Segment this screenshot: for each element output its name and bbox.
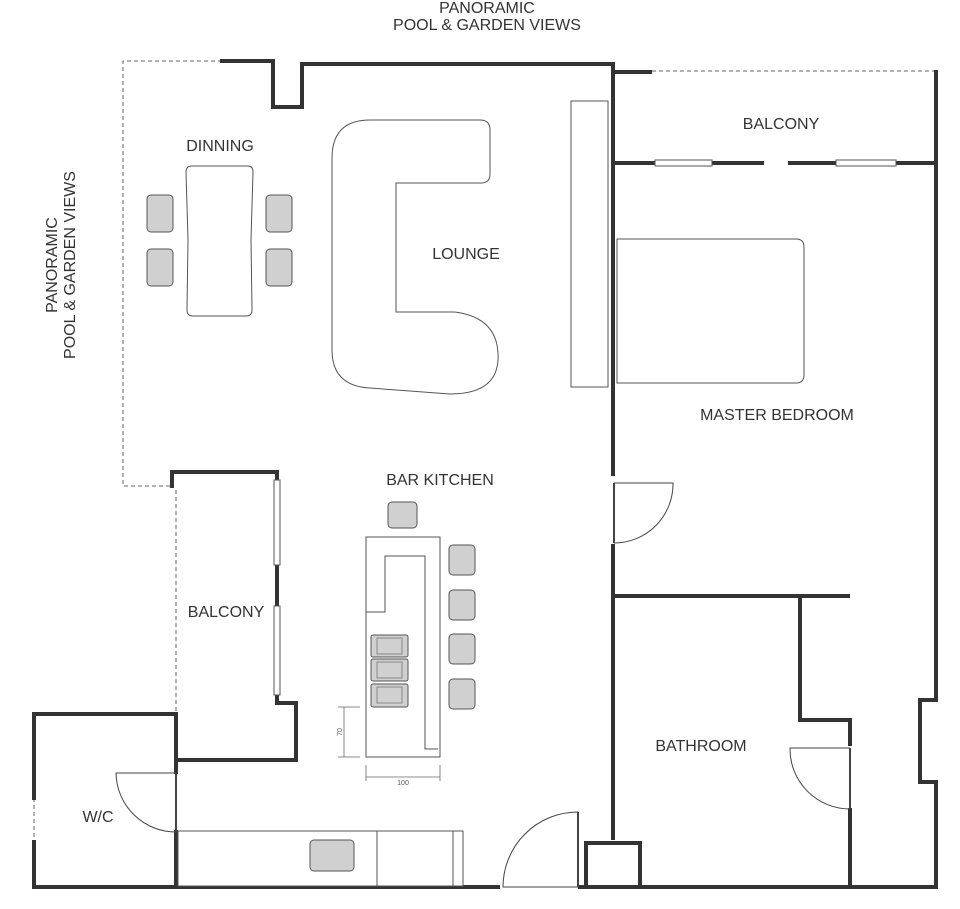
cooktop-burner-3 [370, 683, 409, 708]
lounge-sofa [331, 119, 499, 395]
view-label-top-line1: PANORAMIC [439, 0, 535, 17]
wall-living-bedroom [576, 62, 615, 476]
window-balcony-lower [273, 605, 281, 696]
open-edges [33, 60, 935, 842]
dashed-edge-dinning [122, 60, 222, 487]
bar-stool-1 [448, 544, 476, 576]
door-entrance-swing [502, 811, 579, 888]
room-label-bar-kitchen: BAR KITCHEN [386, 472, 494, 489]
dining-chair-2 [146, 248, 174, 287]
dining-chair-4 [265, 248, 293, 287]
walls [32, 59, 938, 889]
view-label-left-line1: PANORAMIC [44, 217, 61, 313]
window-bedroom-right [835, 159, 897, 167]
cooktop-burner-1 [370, 634, 409, 658]
furniture [146, 100, 805, 887]
door-bathroom-swing [789, 747, 851, 810]
bar-stool-2 [448, 589, 476, 621]
window-bedroom-left [654, 159, 713, 167]
cooktop-burner-3-inner [376, 686, 403, 704]
view-label-top-line2: POOL & GARDEN VIEWS [393, 17, 581, 34]
room-label-master-bedroom: MASTER BEDROOM [700, 407, 854, 424]
bar-stool-3 [448, 633, 476, 665]
wall-bathroom-inner [798, 594, 852, 746]
view-label-left-line2: POOL & GARDEN VIEWS [62, 171, 79, 359]
dining-table [185, 165, 254, 317]
column-bottom [584, 841, 642, 889]
wall-wc-top [32, 712, 178, 800]
cooktop-burner-2-inner [376, 661, 403, 679]
room-label-bathroom: BATHROOM [655, 738, 746, 755]
dim-width-label: 100 [397, 780, 409, 787]
cooktop-burner-2 [370, 658, 409, 682]
windows [273, 159, 897, 696]
dining-chair-3 [265, 194, 293, 233]
bar-stool-4 [448, 678, 476, 710]
room-label-wc: W/C [82, 809, 113, 826]
door-bedroom-swing [613, 482, 674, 544]
dimension-lines [338, 706, 441, 781]
media-console [570, 100, 609, 388]
island-counter-line [366, 555, 438, 750]
room-label-balcony-top: BALCONY [743, 116, 820, 133]
cooktop-burner-1-inner [376, 637, 403, 655]
wall-right-exterior [918, 70, 938, 889]
doors [115, 482, 851, 888]
bed [616, 238, 805, 384]
wall-balcony-left-bottom [176, 693, 298, 762]
door-wc-swing [115, 772, 177, 833]
room-label-lounge: LOUNGE [432, 246, 500, 263]
dining-chair-1 [146, 194, 174, 233]
bar-stool-top [387, 501, 418, 529]
dim-depth-label: 70 [337, 728, 344, 736]
wall-top-living [220, 59, 580, 109]
wall-balcony-left-top [170, 470, 279, 488]
room-label-balcony-left: BALCONY [188, 604, 265, 621]
kitchen-sink [309, 839, 355, 872]
window-balcony-upper [273, 479, 281, 566]
room-label-dinning: DINNING [186, 138, 254, 155]
